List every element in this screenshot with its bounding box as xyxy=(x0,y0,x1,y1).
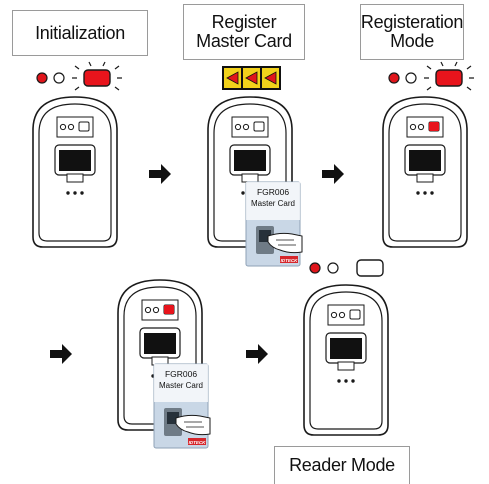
beep-sound-icon xyxy=(222,66,281,90)
step-label-register-master-card: Register Master Card xyxy=(183,4,305,60)
off-led-icon xyxy=(53,72,65,84)
master-card-icon: FGR006 Master Card xyxy=(245,181,303,267)
svg-text:Master Card: Master Card xyxy=(251,199,295,208)
red-led-icon xyxy=(388,72,400,84)
off-led-icon xyxy=(327,262,339,274)
red-led-icon xyxy=(36,72,48,84)
reader-red-light xyxy=(164,305,174,314)
reader-device-initialization xyxy=(32,96,118,248)
reader-device-reader-mode xyxy=(303,284,389,436)
step-label-registration-mode: Registeration Mode xyxy=(360,4,464,60)
right-arrow-icon xyxy=(149,164,171,184)
svg-text:FGR006: FGR006 xyxy=(165,369,197,379)
step-label-reader-mode: Reader Mode xyxy=(274,446,410,484)
right-arrow-icon xyxy=(246,344,268,364)
svg-text:Master Card: Master Card xyxy=(159,381,203,390)
beeping-indicator-icon xyxy=(72,61,122,91)
step-label-initialization: Initialization xyxy=(12,10,148,56)
reader-mode-indicators xyxy=(309,259,384,277)
initialization-indicators xyxy=(36,61,122,91)
right-arrow-icon xyxy=(50,344,72,364)
registration-indicators xyxy=(388,61,474,91)
reader-device-registration xyxy=(382,96,468,248)
red-led-icon xyxy=(309,262,321,274)
beeping-indicator-icon xyxy=(424,61,474,91)
master-card-icon: FGR006 Master Card xyxy=(153,363,211,449)
off-led-icon xyxy=(405,72,417,84)
right-arrow-icon xyxy=(322,164,344,184)
off-indicator-icon xyxy=(356,259,384,277)
reader-red-light xyxy=(429,122,439,131)
svg-text:FGR006: FGR006 xyxy=(257,187,289,197)
